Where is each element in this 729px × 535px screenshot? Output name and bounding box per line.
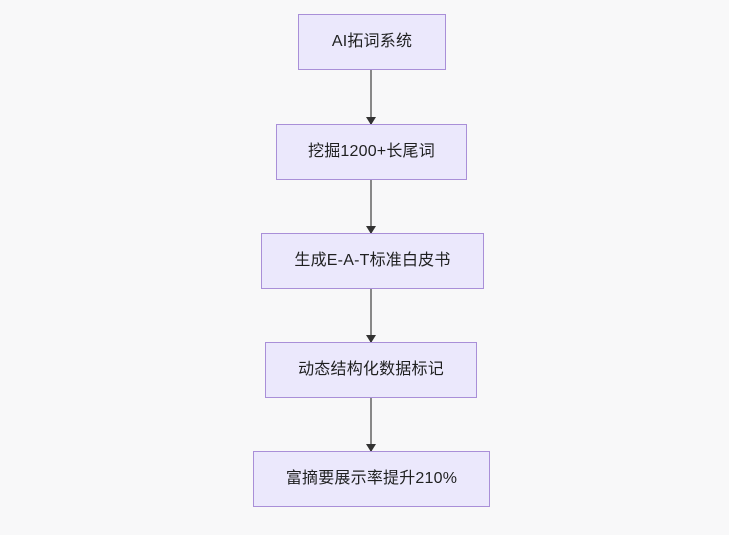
flow-node-label: 挖掘1200+长尾词	[308, 143, 435, 160]
flow-node-label: AI拓词系统	[331, 33, 413, 50]
arrowhead-down-icon	[366, 335, 376, 343]
flow-node-label: 生成E-A-T标准白皮书	[294, 252, 451, 269]
flow-node-label: 富摘要展示率提升210%	[285, 470, 458, 487]
flow-node-dynamic-structured-data-markup[interactable]: 动态结构化数据标记	[265, 342, 477, 398]
flow-node-generate-eat-whitepaper[interactable]: 生成E-A-T标准白皮书	[261, 233, 484, 289]
flow-node-rich-snippet-impression-lift[interactable]: 富摘要展示率提升210%	[253, 451, 490, 507]
flow-node-mine-longtail-keywords[interactable]: 挖掘1200+长尾词	[276, 124, 467, 180]
arrowhead-down-icon	[366, 117, 376, 125]
flow-node-label: 动态结构化数据标记	[298, 361, 444, 378]
connector-line	[370, 398, 372, 451]
connector-line	[370, 70, 372, 124]
arrowhead-down-icon	[366, 444, 376, 452]
arrowhead-down-icon	[366, 226, 376, 234]
connector-line	[370, 180, 372, 233]
connector-line	[370, 289, 372, 342]
flow-node-ai-keyword-system[interactable]: AI拓词系统	[298, 14, 446, 70]
